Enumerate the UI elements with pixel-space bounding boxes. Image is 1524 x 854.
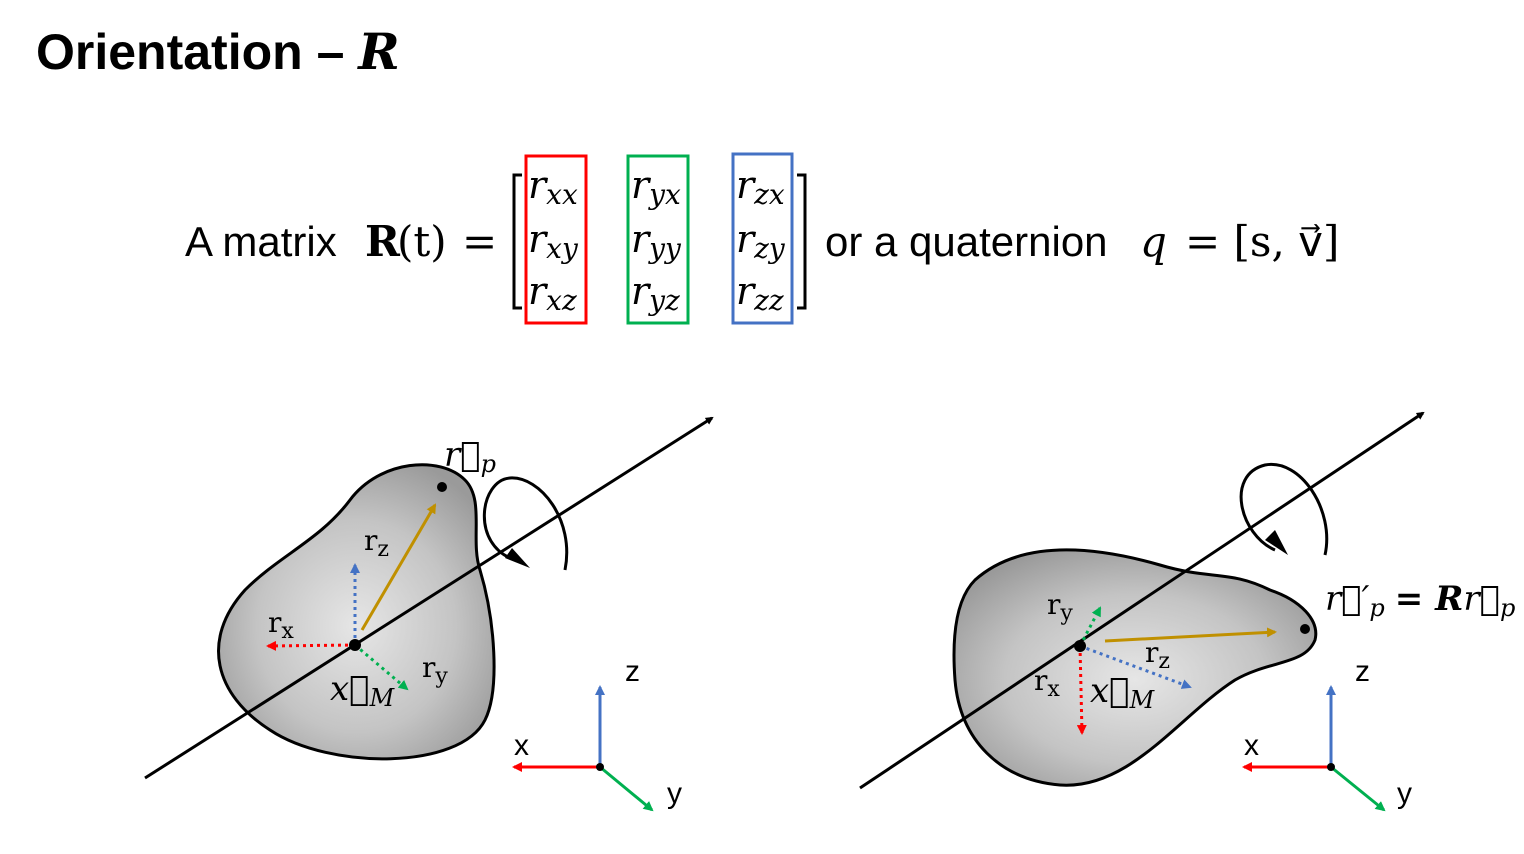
rotation-arc-icon: [1239, 462, 1329, 556]
equation-R: R: [365, 217, 401, 266]
ry-label: ry: [1047, 588, 1073, 626]
matrix-entries: rxx ryx rzx rxy ryy rzy rxz ryz rzz: [528, 163, 786, 317]
entry-rzz: rzz: [736, 269, 784, 317]
z-axis-label: z: [1355, 655, 1370, 688]
rotation-arrowhead-icon: [505, 548, 530, 568]
matrix-right-bracket: [797, 173, 807, 310]
column-box-y: [626, 154, 690, 325]
entry-ryy: ryy: [631, 217, 682, 265]
column-box-z: [731, 152, 794, 325]
entry-ryz: ryz: [631, 269, 680, 317]
entry-rzy: rzy: [736, 217, 786, 265]
rotation-axis: [144, 416, 714, 780]
equation-prefix: A matrix: [185, 218, 337, 265]
center-of-mass-point: [1074, 640, 1086, 652]
entry-rxx: rxx: [528, 163, 578, 211]
right-world-frame: z x y: [1242, 655, 1412, 812]
title-text: Orientation –: [36, 24, 345, 80]
matrix-left-bracket: [512, 173, 522, 310]
rotation-arc-icon: [482, 476, 569, 571]
ry-label: ry: [422, 651, 448, 689]
left-world-frame: z x y: [512, 655, 682, 812]
y-axis: [1330, 765, 1386, 812]
rotation-axis: [859, 411, 1425, 790]
y-axis-label: y: [1397, 777, 1412, 810]
y-axis-label: y: [667, 777, 682, 810]
frame-origin: [596, 763, 604, 771]
column-box-x: [524, 154, 588, 325]
equation-q-rhs: = [s, v⃗]: [1185, 217, 1339, 266]
rz-vector: [1079, 644, 1192, 689]
x-axis-label: x: [1244, 729, 1259, 762]
xm-label: x⃗M: [330, 669, 396, 712]
x-axis-label: x: [514, 729, 529, 762]
point-p: [437, 482, 447, 492]
rx-vector: [266, 640, 356, 651]
equation-middle: or a quaternion: [825, 218, 1108, 265]
xm-label: x⃗M: [1090, 671, 1156, 714]
rp-prime-vector: [1104, 627, 1277, 643]
entry-rzx: rzx: [736, 163, 785, 211]
rz-label: rz: [1145, 636, 1170, 674]
left-diagram: r⃗p rz rx ry x⃗M z x y: [144, 416, 714, 812]
entry-ryx: ryx: [631, 163, 681, 211]
title-symbol: R: [358, 22, 400, 81]
rigid-body-blob: [217, 463, 496, 761]
equation-q: q: [1140, 217, 1167, 266]
frame-origin: [1327, 763, 1335, 771]
rp-label: r⃗p: [444, 435, 496, 478]
slide-title: Orientation – R: [36, 22, 400, 81]
rz-label: rz: [364, 524, 389, 562]
rx-label: rx: [1034, 664, 1060, 702]
z-axis-label: z: [625, 655, 640, 688]
point-p-rotated: [1300, 624, 1310, 634]
right-diagram: r⃗′p= Rr⃗p ry rz rx x⃗M z x y: [859, 411, 1515, 812]
entry-rxy: rxy: [528, 217, 579, 265]
rotation-matrix-equation: A matrix R (t) = rxx ryx rzx rxy ryy rzy…: [185, 152, 1339, 325]
entry-rxz: rxz: [528, 269, 577, 317]
rp-prime-formula: r⃗′p= Rr⃗p: [1325, 579, 1515, 622]
ry-vector: [354, 643, 409, 691]
rp-vector: [360, 503, 437, 631]
rx-vector: [1076, 645, 1087, 735]
rotation-arrowhead-icon: [1265, 530, 1288, 555]
equation-equals: =: [462, 217, 497, 266]
ry-vector: [1078, 606, 1102, 647]
y-axis: [599, 765, 654, 812]
center-of-mass-point: [349, 639, 361, 651]
equation-arg: (t): [397, 217, 447, 266]
rx-label: rx: [268, 606, 294, 644]
